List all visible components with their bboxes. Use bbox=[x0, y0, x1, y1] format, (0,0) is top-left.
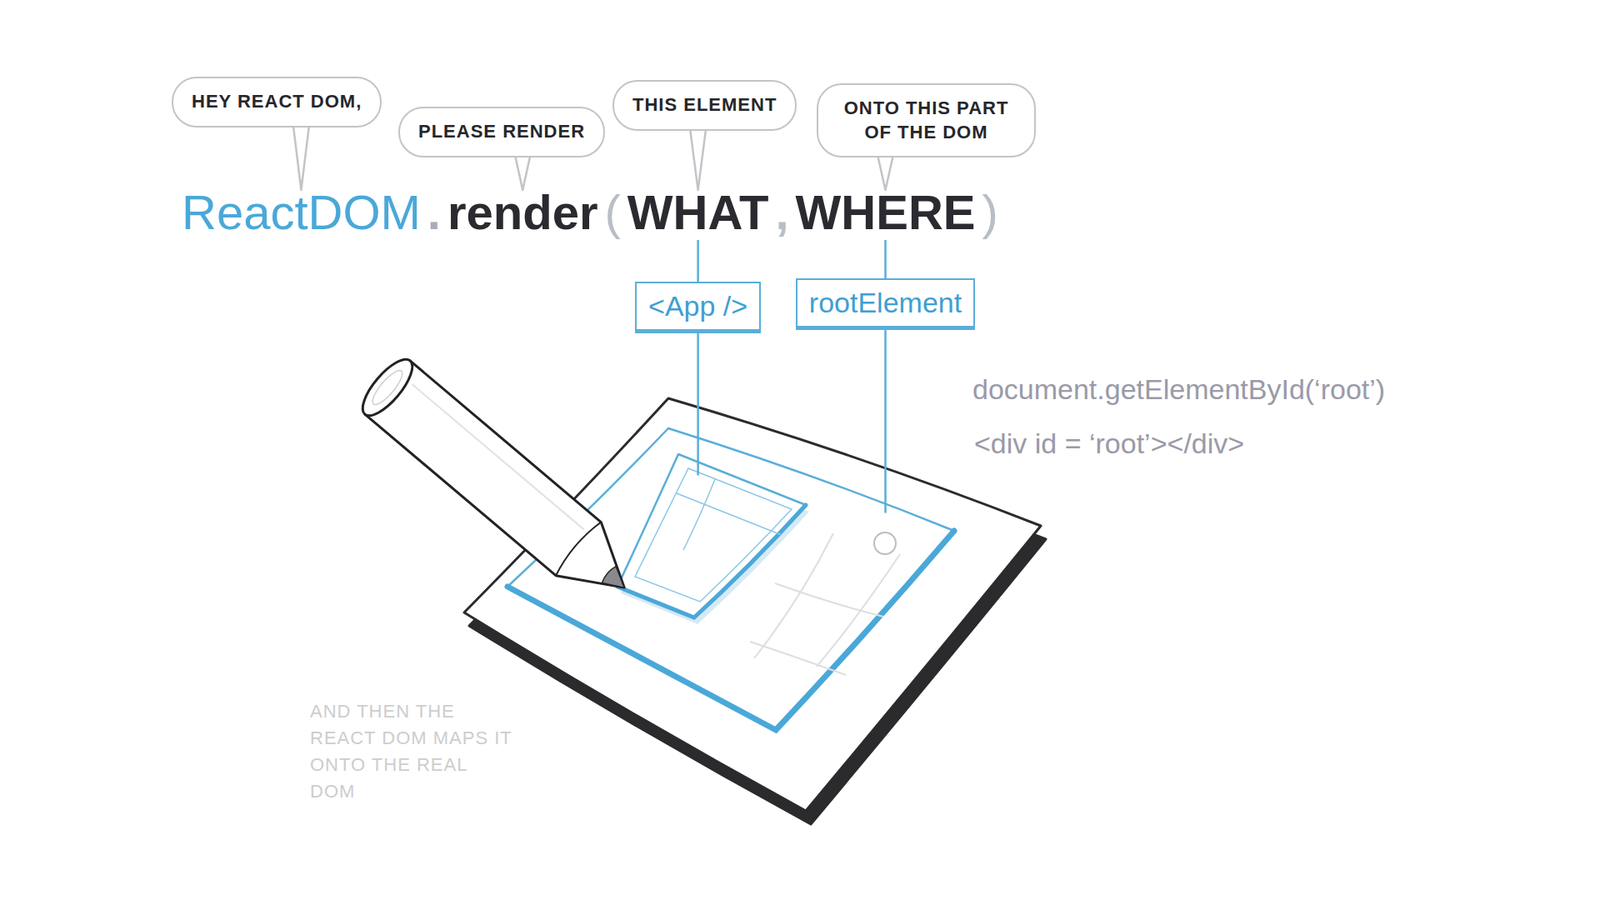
sketch-note: AND THEN THE REACT DOM MAPS IT ONTO THE … bbox=[310, 698, 519, 805]
code-punctuation: ) bbox=[981, 188, 998, 237]
app-card bbox=[617, 454, 806, 618]
leader-line bbox=[884, 330, 887, 513]
pencil-cone-line bbox=[552, 519, 601, 575]
argument-box: <App /> bbox=[635, 281, 761, 334]
card-divider bbox=[676, 493, 782, 535]
code-note: document.getElementById(‘root’) bbox=[972, 372, 1385, 407]
bubble-tail bbox=[690, 125, 707, 190]
code-word: render bbox=[447, 188, 599, 237]
screen-grid bbox=[750, 533, 900, 675]
code-argument: WHAT bbox=[627, 188, 770, 237]
pencil-tip bbox=[600, 565, 632, 596]
bubble-tail bbox=[514, 152, 531, 190]
leader-line bbox=[884, 240, 887, 279]
speech-bubble: PLEASE RENDER bbox=[398, 106, 605, 158]
pencil-end bbox=[355, 352, 421, 424]
card-inner bbox=[635, 468, 792, 602]
tablet-body bbox=[464, 398, 1041, 811]
card-divider bbox=[683, 479, 715, 550]
speech-bubble: THIS ELEMENT bbox=[612, 80, 797, 131]
speech-bubble: HEY REACT DOM, bbox=[171, 76, 382, 128]
bubble-tail bbox=[292, 122, 310, 190]
box-text: rootElement bbox=[809, 286, 962, 320]
code-word: ReactDOM bbox=[181, 188, 421, 237]
pencil-highlight bbox=[411, 384, 584, 530]
pencil-body bbox=[365, 360, 647, 615]
bubble-text: ONTO THIS PART OF THE DOM bbox=[836, 96, 1016, 145]
leader-line bbox=[696, 333, 700, 475]
code-punctuation: , bbox=[775, 188, 789, 237]
grid-line bbox=[750, 641, 846, 675]
code-argument: WHERE bbox=[795, 188, 976, 237]
bubble-text: PLEASE RENDER bbox=[418, 120, 585, 145]
bubble-tail bbox=[877, 152, 895, 190]
bubble-text: HEY REACT DOM, bbox=[191, 90, 362, 115]
code-punctuation: ( bbox=[604, 188, 620, 237]
code-punctuation: . bbox=[427, 188, 441, 237]
code-line: ReactDOM.render(WHAT,WHERE) bbox=[181, 188, 999, 237]
bubble-text: THIS ELEMENT bbox=[632, 93, 777, 118]
code-note: <div id = ‘root’></div> bbox=[974, 426, 1245, 461]
grid-line bbox=[775, 583, 884, 617]
leader-line bbox=[696, 240, 700, 282]
speech-bubble: ONTO THIS PART OF THE DOM bbox=[816, 83, 1036, 158]
argument-box: rootElement bbox=[795, 278, 975, 330]
pencil bbox=[355, 352, 648, 615]
box-text: <App /> bbox=[648, 290, 748, 323]
screen-button bbox=[874, 532, 896, 555]
card-edge bbox=[617, 505, 806, 618]
pencil-end-inner bbox=[368, 366, 407, 409]
